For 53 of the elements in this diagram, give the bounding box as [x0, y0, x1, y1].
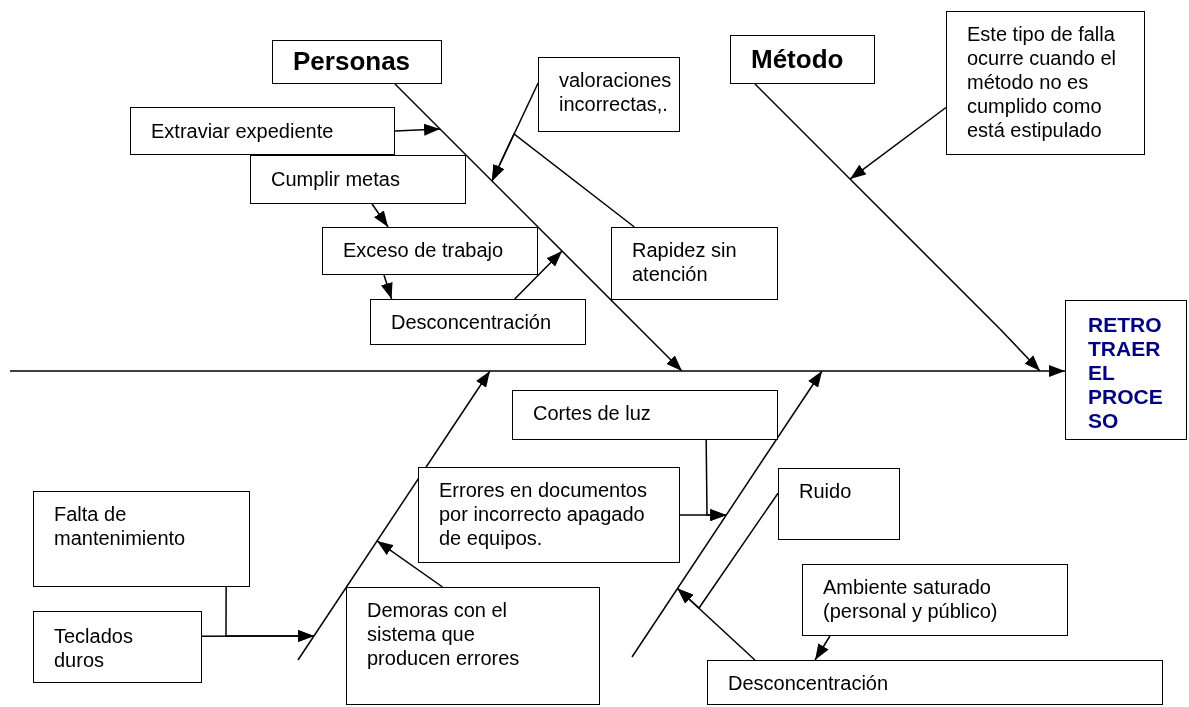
cause-box — [512, 390, 778, 440]
cause-box — [370, 299, 586, 345]
arrow — [225, 586, 315, 642]
category-box — [272, 40, 442, 84]
arrow — [679, 509, 727, 522]
arrow — [491, 132, 636, 228]
arrow — [376, 540, 444, 588]
cause-label: Exceso de trabajo — [343, 239, 504, 261]
cause-box — [250, 155, 466, 204]
cause-box — [418, 467, 680, 563]
arrow — [999, 328, 1041, 372]
cause-label: Demoras con el sistema que producen errores — [367, 599, 520, 669]
cause-label: Teclados duros — [54, 625, 133, 671]
cause-box — [538, 57, 680, 132]
category-label: Personas — [293, 46, 411, 76]
effect-label: RETRO TRAER EL PROCE SO — [1088, 313, 1163, 432]
effect-box — [1065, 300, 1187, 440]
cause-box — [802, 564, 1068, 636]
cause-label: Desconcentración — [728, 672, 889, 694]
cause-box — [346, 587, 600, 705]
cause-label: Rapidez sin atención — [632, 239, 737, 285]
arrow — [849, 106, 947, 180]
category-label: Método — [751, 44, 844, 74]
arrow — [799, 370, 823, 405]
arrow — [676, 587, 756, 661]
cause-box — [33, 491, 250, 587]
cause-label: Errores en documentos por incorrecto apagado de equipos. — [439, 479, 647, 549]
cause-box — [33, 611, 202, 683]
cause-label: Este tipo de falla ocurre cuando el método no es cumplido como está estipulado — [967, 23, 1116, 141]
arrow — [467, 370, 491, 405]
category-box — [730, 35, 875, 84]
cause-label: Cortes de luz — [533, 402, 651, 424]
cause-label: Cumplir metas — [271, 168, 400, 190]
cause-label: Desconcentración — [391, 311, 552, 333]
arrow — [381, 274, 393, 300]
cause-label: valoraciones incorrectas,. — [559, 69, 672, 115]
cause-box — [778, 468, 900, 540]
arrow — [394, 123, 441, 136]
cause-box — [707, 660, 1163, 705]
arrow — [814, 635, 831, 661]
arrow — [371, 203, 389, 228]
cause-box — [322, 227, 538, 275]
cause-label: Ambiente saturado (personal y público) — [823, 576, 998, 622]
cause-label: Ruido — [799, 480, 852, 502]
cause-label: Extraviar expediente — [151, 120, 334, 142]
arrow — [639, 328, 683, 372]
cause-label: Falta de mantenimiento — [54, 503, 186, 549]
spine-line — [9, 370, 1047, 372]
cause-box — [946, 11, 1145, 155]
arrow — [1045, 365, 1066, 377]
cause-box — [130, 107, 395, 155]
arrow — [513, 250, 563, 300]
cause-box — [611, 227, 778, 300]
